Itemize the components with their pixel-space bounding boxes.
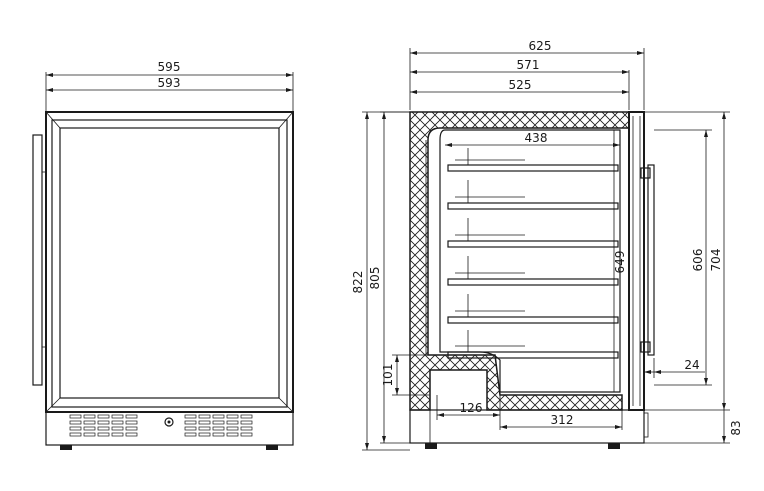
shelf (447, 256, 619, 286)
side-view: 625 571 525 438 (351, 39, 743, 451)
vent-slot (212, 432, 225, 437)
side-dim-step-height: 101 (381, 364, 395, 387)
vent-slot (240, 432, 253, 437)
side-dim-interior-height: 649 (613, 251, 627, 274)
side-interior-liner (439, 129, 621, 393)
front-foot-left (60, 445, 72, 450)
vent-slot (125, 432, 138, 437)
vent-slot (240, 426, 253, 431)
front-door-glass (59, 127, 280, 399)
vent-slot (184, 414, 197, 419)
vent-slot (97, 426, 110, 431)
side-dim-step-depth: 126 (460, 401, 483, 415)
front-lock-icon (164, 417, 174, 427)
vent-slot (226, 432, 239, 437)
vent-slot (69, 414, 82, 419)
vent-slot (83, 414, 96, 419)
vent-slot (83, 432, 96, 437)
side-plinth (409, 409, 649, 444)
vent-slot (111, 426, 124, 431)
vent-slot (125, 420, 138, 425)
side-cabinet-insulation (409, 111, 630, 411)
vent-slot (69, 426, 82, 431)
shelf (447, 330, 619, 359)
vent-slot (226, 420, 239, 425)
vent-slot (184, 432, 197, 437)
side-door-handle (640, 164, 655, 356)
vent-slot (111, 420, 124, 425)
side-bottom-dim-lines (436, 395, 623, 430)
vent-slot (125, 426, 138, 431)
side-dim-cabinet-height: 805 (368, 267, 382, 290)
vent-slot (69, 420, 82, 425)
vent-slot (198, 414, 211, 419)
side-interior-dim-lines (445, 143, 620, 147)
side-dim-handle-length: 606 (691, 249, 705, 272)
vent-slot (212, 420, 225, 425)
front-base-panel (45, 411, 294, 446)
front-dim-overall-width: 595 (158, 60, 181, 74)
side-dim-interior-depth: 438 (525, 131, 548, 145)
front-door-frame (51, 119, 288, 408)
vent-slot (212, 426, 225, 431)
side-dim-handle-offset: 24 (684, 358, 699, 372)
side-foot-front (608, 443, 620, 449)
shelf (447, 180, 619, 210)
vent-slot (212, 414, 225, 419)
front-dim-door-width: 593 (158, 76, 181, 90)
side-door (628, 111, 645, 411)
vent-slot (69, 432, 82, 437)
front-vent-grille-left (69, 414, 138, 437)
side-dim-door-height: 704 (709, 249, 723, 272)
side-dim-cabinet-depth: 525 (509, 78, 532, 92)
vent-slot (125, 414, 138, 419)
vent-slot (111, 432, 124, 437)
side-foot-rear (425, 443, 437, 449)
front-foot-right (266, 445, 278, 450)
front-door-handle (32, 134, 46, 386)
shelf (447, 218, 619, 248)
front-view: 595 593 (32, 60, 294, 450)
side-dim-depth-without-handle: 571 (517, 58, 540, 72)
side-left-dim-lines (362, 111, 430, 451)
vent-slot (184, 426, 197, 431)
side-dim-plinth-height: 83 (729, 420, 743, 435)
vent-slot (198, 432, 211, 437)
vent-slot (198, 426, 211, 431)
shelf (447, 148, 619, 172)
side-top-dim-lines (409, 48, 645, 110)
vent-slot (184, 420, 197, 425)
vent-slot (97, 432, 110, 437)
vent-slot (226, 414, 239, 419)
vent-slot (226, 426, 239, 431)
side-dim-compressor-depth: 312 (551, 413, 574, 427)
front-dim-width-lines (45, 72, 294, 112)
vent-slot (97, 414, 110, 419)
side-dim-overall-height: 822 (351, 271, 365, 294)
side-dim-total-depth: 625 (529, 39, 552, 53)
side-right-dim-lines (644, 111, 730, 444)
vent-slot (111, 414, 124, 419)
vent-slot (240, 420, 253, 425)
vent-slot (198, 420, 211, 425)
vent-slot (97, 420, 110, 425)
vent-slot (240, 414, 253, 419)
shelf (447, 294, 619, 324)
vent-slot (83, 420, 96, 425)
front-cabinet-outline (45, 111, 294, 413)
vent-slot (83, 426, 96, 431)
side-shelves (447, 148, 619, 359)
front-vent-grille-right (184, 414, 253, 437)
